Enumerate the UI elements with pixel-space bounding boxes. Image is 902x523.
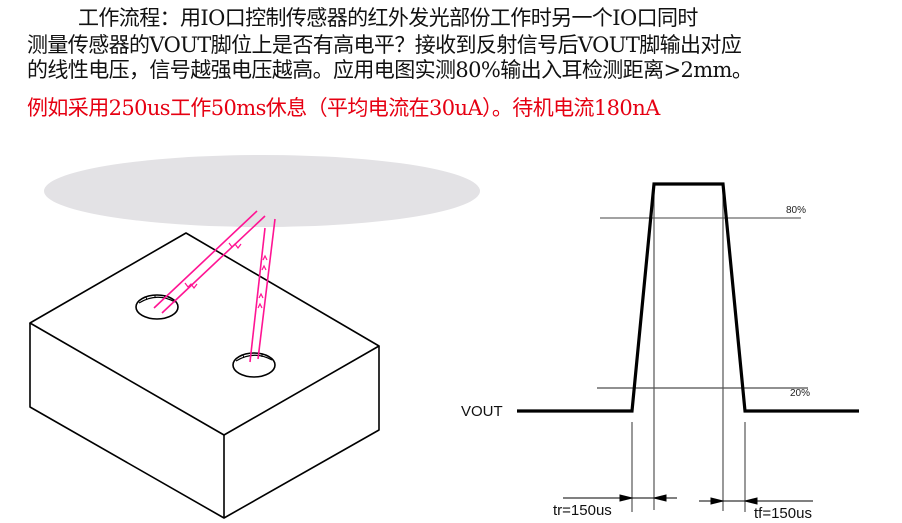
description-line-1: 工作流程：用IO口控制传感器的红外发光部份工作时另一个IO口同时: [78, 6, 698, 30]
level-20-label: 20%: [790, 388, 811, 399]
emitted-ir-beam: [153, 210, 266, 314]
sensor-block: [29, 232, 380, 519]
rise-time-dimension: [563, 494, 677, 502]
vout-label: VOUT: [461, 403, 503, 420]
receiver-hole: [232, 352, 276, 378]
description-line-3: 的线性电压，信号越强电压越高。应用电图实测80%输出入耳检测距离>2mm。: [27, 58, 753, 82]
level-80-label: 80%: [786, 205, 807, 216]
fall-time-dimension: [699, 497, 813, 505]
fall-time-label: tf=150us: [754, 505, 812, 522]
timing-markers: [631, 183, 746, 512]
description-line-2: 测量传感器的VOUT脚位上是否有高电平？接收到反射信号后VOUT脚输出对应: [27, 33, 742, 57]
vout-pulse: [517, 182, 859, 413]
rise-time-label: tr=150us: [553, 502, 612, 519]
reflected-ir-beam: [249, 218, 276, 363]
current-note: 例如采用250us工作50ms休息（平均电流在30uA）。待机电流180nA: [27, 96, 660, 120]
reflective-surface: [44, 155, 480, 227]
